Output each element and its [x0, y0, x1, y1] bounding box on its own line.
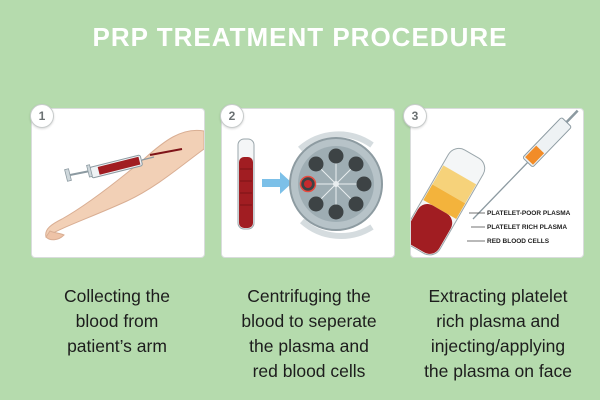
- step-3-illustration: PLATELET-POOR PLASMA PLATELET RICH PLASM…: [410, 108, 584, 258]
- page-title: PRP TREATMENT PROCEDURE: [92, 22, 508, 52]
- arrow-icon: [262, 172, 292, 194]
- plasma-extraction-drawing: PLATELET-POOR PLASMA PLATELET RICH PLASM…: [411, 109, 579, 256]
- step-3-number-badge: 3: [403, 104, 427, 128]
- step-1-number-badge: 1: [30, 104, 54, 128]
- step-2-illustration: [221, 108, 395, 258]
- step-1-illustration: [31, 108, 205, 258]
- step-1-caption: Collecting the blood from patient’s arm: [63, 286, 171, 356]
- step-2-caption: Centrifuging the blood to seperate the p…: [241, 286, 377, 381]
- separated-blood-tube: [411, 147, 486, 256]
- step-3-caption: Extracting platelet rich plasma and inje…: [424, 286, 572, 381]
- label-platelet-rich-plasma: PLATELET RICH PLASMA: [487, 224, 567, 231]
- arm-syringe-drawing: [45, 129, 204, 241]
- centrifuge: [289, 137, 383, 231]
- extraction-syringe: [472, 109, 579, 220]
- syringe: [64, 154, 155, 182]
- label-red-blood-cells: RED BLOOD CELLS: [487, 238, 550, 245]
- centrifuge-drawing: [237, 131, 383, 239]
- blood-test-tube: [237, 138, 255, 230]
- arm: [45, 129, 204, 238]
- step-2-number-badge: 2: [220, 104, 244, 128]
- label-platelet-poor-plasma: PLATELET-POOR PLASMA: [487, 210, 571, 217]
